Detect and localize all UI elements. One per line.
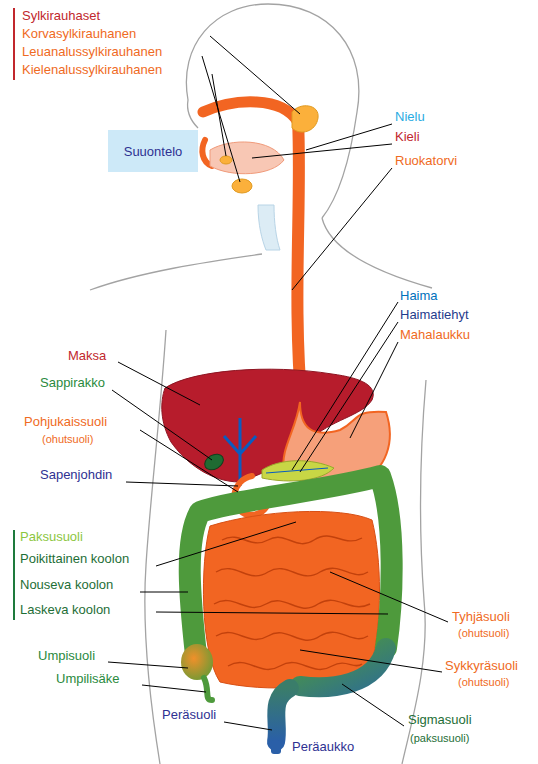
part-label: Nouseva koolon	[20, 578, 113, 593]
leader-line	[224, 722, 272, 730]
part-label: Kieli	[395, 130, 420, 145]
leader-line	[252, 144, 392, 158]
leader-lines	[108, 36, 448, 730]
part-label: Umpisuoli	[38, 649, 95, 664]
head-outline	[186, 4, 359, 218]
part-label: Nielu	[395, 110, 425, 125]
part-label: (paksusuoli)	[410, 732, 469, 745]
gallbladder	[202, 451, 226, 473]
part-label: Sykkyräsuoli	[445, 659, 518, 674]
part-label: Haimatiehyt	[400, 308, 469, 323]
submandibular-gland	[232, 179, 252, 193]
part-label: Paksusuoli	[20, 530, 83, 545]
leader-line	[212, 74, 226, 156]
part-label: Pohjukaissuoli	[24, 415, 107, 430]
leader-line	[306, 124, 392, 150]
part-label: Peräaukko	[292, 740, 354, 755]
part-label: Haima	[400, 289, 438, 304]
part-label: (ohutsuoli)	[458, 676, 509, 689]
part-label: Mahalaukku	[400, 328, 470, 343]
part-label: Sigmasuoli	[408, 713, 472, 728]
leader-line	[300, 650, 442, 672]
leader-line	[140, 592, 188, 593]
leader-line	[350, 342, 398, 438]
fold-line	[214, 600, 370, 608]
part-label: Peräsuoli	[162, 708, 216, 723]
right-shoulder	[322, 218, 432, 288]
sigmoid-colon	[300, 648, 386, 687]
rectum	[276, 688, 290, 742]
leader-line	[156, 522, 296, 566]
part-label: Sappirakko	[40, 376, 105, 391]
intestine-folds	[214, 536, 370, 669]
leader-line	[330, 572, 448, 622]
part-label: Leuanalussylkirauhanen	[22, 45, 162, 60]
parotid-gland	[292, 106, 318, 132]
body-outline	[90, 4, 432, 764]
fold-line	[228, 663, 362, 670]
part-label: Poikittainen koolon	[20, 552, 129, 567]
left-shoulder	[90, 254, 262, 290]
fold-line	[216, 568, 368, 576]
leader-line	[342, 684, 404, 726]
part-label: Sylkirauhaset	[22, 9, 100, 24]
leader-line	[126, 482, 238, 486]
pancreatic-duct	[266, 468, 328, 473]
trachea	[258, 205, 280, 250]
part-label: Korvasylkirauhanen	[22, 27, 136, 42]
part-label: (ohutsuoli)	[42, 433, 93, 446]
part-label: Ruokatorvi	[395, 154, 457, 169]
face-outline	[188, 100, 198, 128]
leader-line	[112, 390, 212, 460]
right-torso	[402, 380, 426, 764]
leader-line	[142, 685, 206, 692]
leader-line	[292, 168, 392, 290]
region-label: Suuontelo	[124, 144, 183, 159]
leader-line	[108, 662, 188, 668]
part-label: Umpilisäke	[56, 672, 120, 687]
cecum	[181, 644, 213, 680]
appendix	[204, 678, 212, 700]
esophagus	[297, 120, 302, 408]
region-box: Suuontelo	[108, 130, 198, 172]
group-bracket	[13, 8, 15, 80]
part-label: Kielenalussylkirauhanen	[22, 63, 162, 78]
leader-line	[300, 322, 398, 472]
part-label: Tyhjäsuoli	[452, 610, 510, 625]
fold-line	[222, 536, 362, 544]
part-label: (ohutsuoli)	[458, 627, 509, 640]
group-bracket	[13, 530, 15, 620]
part-label: Maksa	[68, 349, 106, 364]
anus	[271, 740, 281, 754]
colon	[190, 476, 392, 655]
small-intestine	[203, 511, 379, 688]
leader-line	[156, 612, 388, 614]
tongue	[210, 142, 284, 174]
part-label: Sapenjohdin	[40, 468, 112, 483]
leader-line	[210, 36, 300, 114]
fold-line	[216, 632, 368, 640]
leader-line	[118, 362, 200, 405]
sublingual-gland	[220, 156, 232, 164]
leader-line	[202, 56, 240, 182]
leader-line	[292, 302, 398, 470]
part-label: Laskeva koolon	[20, 603, 110, 618]
